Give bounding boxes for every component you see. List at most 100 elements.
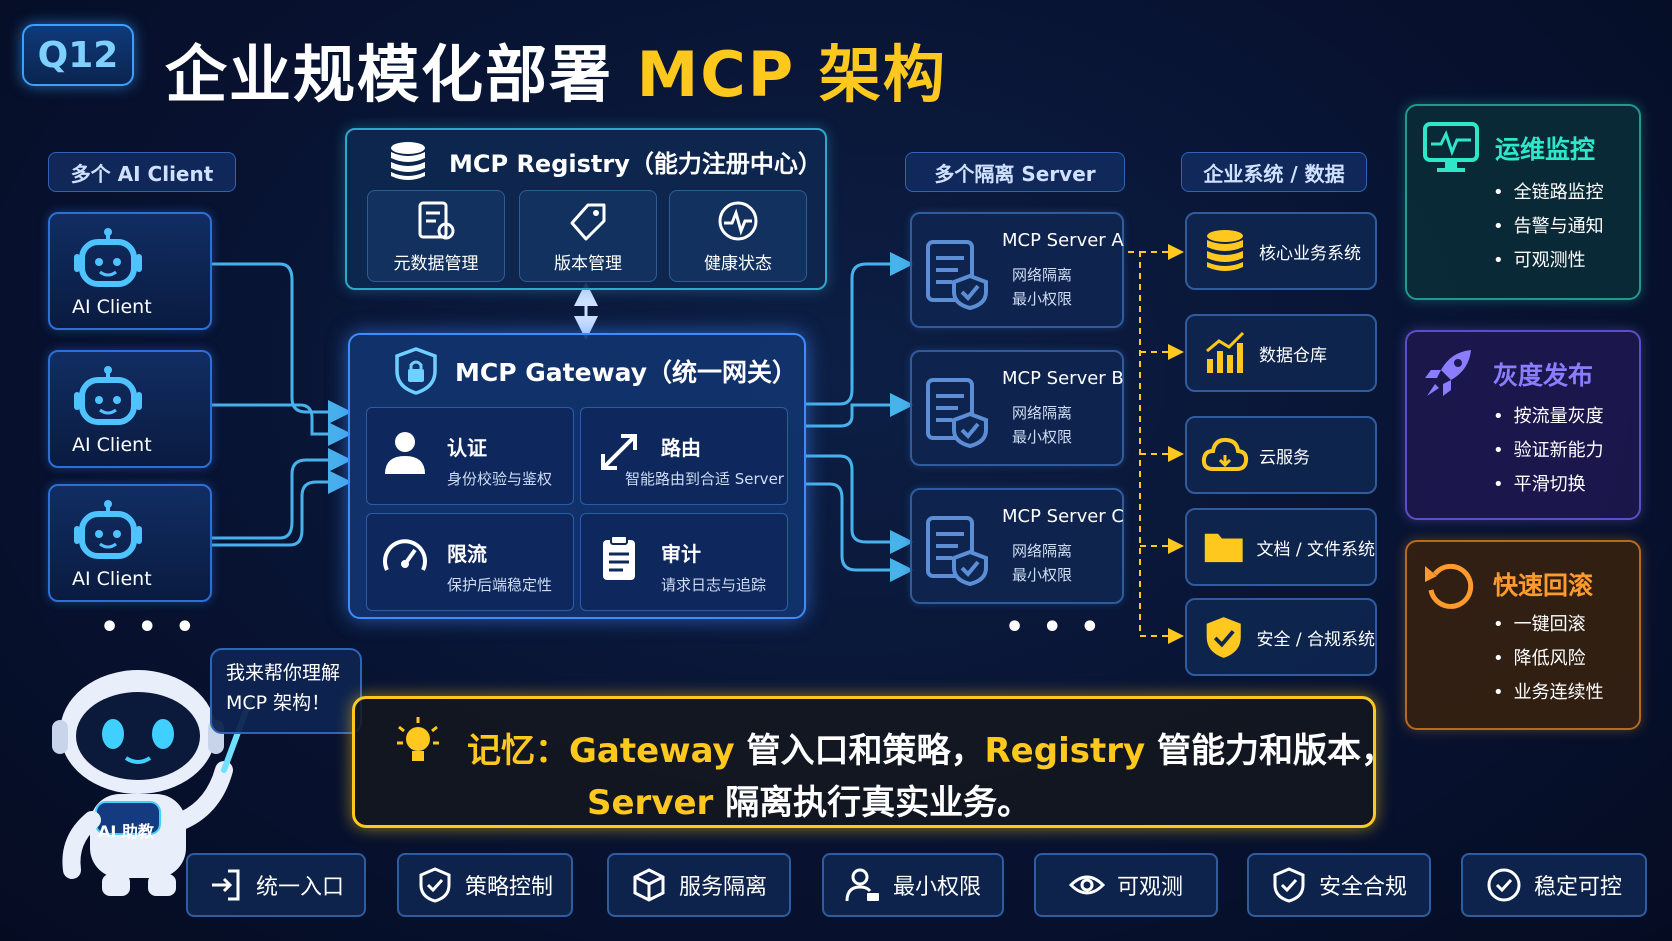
gateway-card-title: 限流 [447,542,487,566]
tag-label: 最小权限 [892,875,981,900]
memory-line-1: 记忆：Gateway 管入口和策略，Registry 管能力和版本， [467,731,1395,771]
mcp-server-b: MCP Server B 网络隔离 最小权限 [910,350,1124,466]
speedometer-icon [383,539,427,571]
eye-icon [1068,875,1105,895]
server-isolation: 网络隔离 [1012,404,1073,422]
heartbeat-icon [718,201,758,240]
server-permission: 最小权限 [1012,566,1073,584]
system-label: 数据仓库 [1259,345,1327,366]
mcp-server-a: MCP Server A 网络隔离 最小权限 [910,212,1124,328]
tag-icon [570,203,606,240]
folder-icon [1204,533,1243,563]
registry-card-health: 健康状态 [669,190,807,282]
server-name: MCP Server B [1002,368,1124,389]
rocket-icon [1425,350,1471,396]
panel-item: 告警与通知 [1493,210,1604,244]
system-cloud: 云服务 [1185,416,1377,494]
ai-client-2: AI Client [48,350,212,468]
panel-canary: 灰度发布 按流量灰度 验证新能力 平滑切换 [1405,330,1641,520]
clients-header: 多个 AI Client [48,152,236,192]
server-name: MCP Server A [1002,230,1124,251]
page-title: 企业规模化部署 MCP 架构 [165,38,947,111]
tag-label: 可观测 [1116,875,1183,900]
server-system-lines [1128,244,1184,644]
ai-client-3: AI Client [48,484,212,602]
client-label: AI Client [72,434,152,456]
panel-monitoring: 运维监控 全链路监控 告警与通知 可观测性 [1405,104,1641,300]
registry-card-label: 元数据管理 [393,253,479,274]
registry-card-version: 版本管理 [519,190,657,282]
robot-icon [74,500,142,559]
registry-card-label: 健康状态 [704,253,772,274]
cube-icon [633,868,665,902]
robot-icon [74,228,142,287]
panel-title: 运维监控 [1495,135,1596,164]
user-icon [385,432,425,474]
system-data-warehouse: 数据仓库 [1185,314,1377,392]
database-icon [391,142,425,180]
tag-label: 稳定可控 [1533,875,1622,900]
tag-observable: 可观测 [1034,853,1218,917]
panel-item: 按流量灰度 [1493,400,1604,434]
question-badge: Q12 [22,24,134,86]
system-documents: 文档 / 文件系统 [1185,508,1377,586]
check-circle-icon [1487,868,1521,902]
server-shield-icon [926,378,988,448]
server-isolation: 网络隔离 [1012,266,1073,284]
panel-item: 验证新能力 [1493,434,1604,468]
client-gateway-lines [212,262,352,547]
client-label: AI Client [72,568,152,590]
panel-title: 灰度发布 [1493,361,1594,390]
shield-lock-icon [395,347,437,395]
memory-box: 记忆：Gateway 管入口和策略，Registry 管能力和版本， Serve… [352,696,1395,828]
system-label: 文档 / 文件系统 [1256,539,1375,560]
tag-service-isolation: 服务隔离 [607,853,791,917]
clipboard-icon [603,535,635,580]
mcp-server-c: MCP Server C 网络隔离 最小权限 [910,488,1124,604]
shield-icon [419,867,451,903]
server-shield-icon [926,240,988,310]
registry-card-label: 版本管理 [554,253,622,274]
cloud-icon [1201,437,1249,471]
entry-icon [211,869,240,901]
system-label: 云服务 [1259,447,1310,468]
system-security: 安全 / 合规系统 [1185,598,1377,676]
gateway-card-audit: 审计 请求日志与追踪 [580,513,788,611]
gateway-card-routing: 路由 智能路由到合适 Server [580,407,788,505]
assistant-robot [52,670,253,896]
gateway-card-ratelimit: 限流 保护后端稳定性 [366,513,574,611]
server-permission: 最小权限 [1012,428,1073,446]
mcp-registry: MCP Registry（能力注册中心） 元数据管理 版本管理 健康状态 [345,128,827,290]
gateway-title: MCP Gateway（统一网关） [455,358,798,387]
mcp-gateway: MCP Gateway（统一网关） 认证 身份校验与鉴权 路由 智能路由到合适 … [348,333,806,619]
metadata-icon [418,201,455,239]
gateway-card-desc: 智能路由到合适 Server [625,470,784,488]
panel-title: 快速回滚 [1493,571,1594,600]
tag-label: 策略控制 [464,875,553,900]
server-name: MCP Server C [1002,506,1124,527]
database-icon [1207,230,1243,271]
gateway-card-desc: 保护后端稳定性 [447,576,553,594]
system-label: 安全 / 合规系统 [1256,629,1375,650]
tag-least-privilege: 最小权限 [822,853,1004,917]
clients-ellipsis: • • • [100,610,199,645]
panel-item: 可观测性 [1493,244,1604,278]
gateway-card-desc: 请求日志与追踪 [661,576,767,594]
server-permission: 最小权限 [1012,290,1073,308]
speech-bubble: 我来帮你理解 MCP 架构！ [210,648,362,734]
gateway-server-lines [806,252,914,582]
monitor-icon [1423,122,1479,172]
ai-client-1: AI Client [48,212,212,330]
shield-check-icon [1273,867,1305,903]
servers-header: 多个隔离 Server [905,152,1125,192]
assistant-badge: AI 助教 [98,822,154,841]
tag-label: 服务隔离 [678,875,767,900]
memory-line-2: Server 隔离执行真实业务。 [587,783,1032,823]
robot-icon [74,366,142,425]
panel-item: 降低风险 [1493,642,1604,676]
tag-label: 统一入口 [255,875,344,900]
user-lock-icon [845,868,879,902]
panel-item: 全链路监控 [1493,176,1604,210]
panel-item: 平滑切换 [1493,468,1604,502]
server-isolation: 网络隔离 [1012,542,1073,560]
